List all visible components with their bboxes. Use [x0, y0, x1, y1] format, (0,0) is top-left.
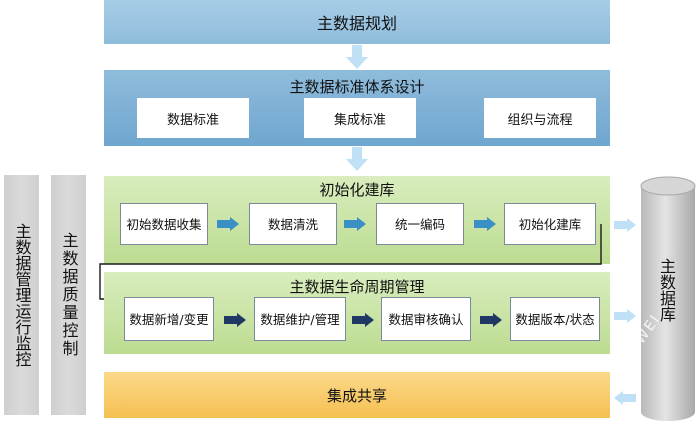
init-step-encode: 统一编码 [376, 203, 464, 245]
down-arrow-icon [346, 45, 368, 69]
down-arrow-icon [346, 147, 368, 171]
database-label-text: 主数据库 [657, 258, 676, 322]
lifecycle-title: 主数据生命周期管理 [289, 277, 425, 296]
standards-section: 主数据标准体系设计 数据标准 集成标准 组织与流程 [104, 70, 610, 146]
to-database-arrow-icon [614, 217, 636, 236]
from-database-arrow-icon [614, 390, 636, 409]
planning-label: 主数据规划 [316, 14, 397, 33]
initialization-section: 初始化建库 初始数据收集 数据清洗 统一编码 初始化建库 [104, 176, 610, 264]
standard-box-organization: 组织与流程 [484, 98, 596, 138]
right-arrow-icon [352, 313, 374, 327]
standard-box-data: 数据标准 [137, 98, 249, 138]
standard-box-integration: 集成标准 [304, 98, 416, 138]
init-step-collect: 初始数据收集 [120, 203, 208, 245]
right-arrow-icon [217, 217, 239, 231]
quality-control-label: 主数据质量控制 [59, 232, 79, 358]
right-arrow-icon [474, 217, 496, 231]
initialization-title: 初始化建库 [319, 180, 395, 199]
init-step-cleanse: 数据清洗 [249, 203, 337, 245]
planning-bar: 主数据规划 [104, 0, 610, 44]
database-label: 主数据库 [648, 258, 684, 322]
right-arrow-icon [480, 313, 502, 327]
life-step-review: 数据审核确认 [381, 297, 471, 341]
life-step-version: 数据版本/状态 [510, 297, 600, 341]
to-database-arrow-icon [614, 308, 636, 327]
right-arrow-icon [344, 217, 366, 231]
operation-monitoring-label: 主数据管理运行监控 [12, 223, 32, 367]
life-step-maintain: 数据维护/管理 [254, 297, 346, 341]
init-step-build: 初始化建库 [504, 203, 596, 245]
lifecycle-section: 主数据生命周期管理 数据新增/变更 数据维护/管理 数据审核确认 数据版本/状态 [104, 272, 610, 354]
database-cylinder-icon [640, 176, 696, 421]
operation-monitoring-pillar: 主数据管理运行监控 [4, 175, 39, 415]
sharing-label: 集成共享 [326, 386, 387, 405]
standards-title: 主数据标准体系设计 [289, 77, 425, 96]
life-step-add-change: 数据新增/变更 [124, 297, 214, 341]
quality-control-pillar: 主数据质量控制 [51, 175, 86, 415]
sharing-bar: 集成共享 [104, 372, 610, 418]
right-arrow-icon [224, 313, 246, 327]
